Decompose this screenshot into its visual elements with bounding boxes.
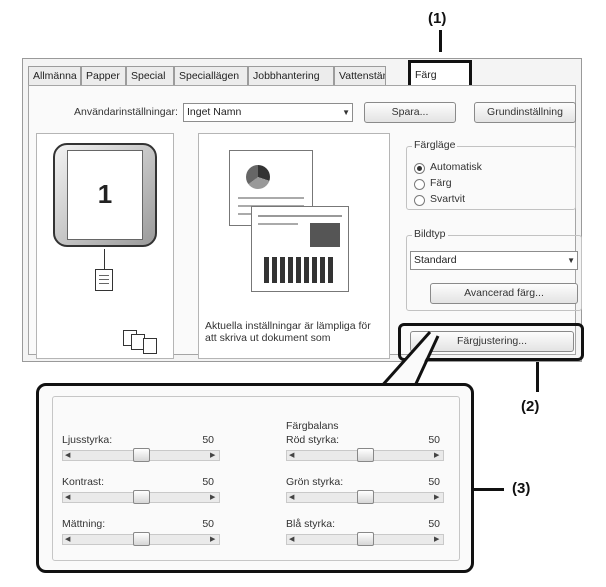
popup-connector xyxy=(378,331,440,389)
document-preview: Aktuella inställningar är lämpliga för a… xyxy=(198,133,390,359)
slider-right-arrow-icon[interactable]: ▶ xyxy=(434,536,440,543)
tab-jobbhantering[interactable]: Jobbhantering xyxy=(248,66,334,86)
save-button[interactable]: Spara... xyxy=(364,102,456,123)
preview-description: Aktuella inställningar är lämpliga för a… xyxy=(205,320,371,344)
slider-gron-styrka-value: 50 xyxy=(428,476,440,488)
callout-1-line xyxy=(439,30,442,52)
default-settings-button[interactable]: Grundinställning xyxy=(474,102,576,123)
dropdown-arrow-icon: ▼ xyxy=(567,256,575,265)
slider-rod-styrka-thumb[interactable] xyxy=(356,448,374,462)
slider-mattning-thumb[interactable] xyxy=(132,532,150,546)
slider-kontrast-thumb[interactable] xyxy=(132,490,150,504)
slider-mattning-value: 50 xyxy=(202,518,214,530)
image-type-select[interactable]: Standard ▼ xyxy=(410,251,578,270)
page-layout-preview: 1 xyxy=(36,133,174,359)
color-adjust-highlight xyxy=(398,323,584,361)
radio-farg[interactable] xyxy=(414,179,425,190)
multi-page-icon xyxy=(123,330,163,354)
image-type-group xyxy=(406,235,582,311)
slider-left-arrow-icon[interactable]: ◀ xyxy=(65,536,71,543)
page-number: 1 xyxy=(97,179,113,209)
document-icon xyxy=(95,269,113,291)
user-settings-label: Användarinställningar: xyxy=(74,106,178,118)
color-mode-group xyxy=(406,146,576,210)
tab-papper[interactable]: Papper xyxy=(81,66,126,86)
slider-bla-styrka-thumb[interactable] xyxy=(356,532,374,546)
callout-1: (1) xyxy=(428,10,447,27)
slider-bla-styrka-label: Blå styrka: xyxy=(286,518,336,530)
color-adjustment-panel xyxy=(52,396,460,561)
color-mode-title: Färgläge xyxy=(412,139,458,151)
radio-svartvit-label: Svartvit xyxy=(430,193,466,205)
image-type-title: Bildtyp xyxy=(412,228,448,240)
radio-svartvit[interactable] xyxy=(414,195,425,206)
slider-ljusstyrka-label: Ljusstyrka: xyxy=(62,434,113,446)
tab-special[interactable]: Special xyxy=(126,66,174,86)
tab-allmanna[interactable]: Allmänna xyxy=(28,66,81,86)
user-settings-select[interactable]: Inget Namn ▼ xyxy=(183,103,353,122)
tab-farg[interactable]: Färg xyxy=(408,60,472,88)
slider-rod-styrka-value: 50 xyxy=(428,434,440,446)
slider-ljusstyrka-value: 50 xyxy=(202,434,214,446)
tab-vattenstamplar[interactable]: Vattenstämplar xyxy=(334,66,386,86)
callout-3-line xyxy=(474,488,504,491)
slider-left-arrow-icon[interactable]: ◀ xyxy=(289,494,295,501)
callout-2: (2) xyxy=(521,398,540,415)
slider-gron-styrka-label: Grön styrka: xyxy=(286,476,344,488)
tab-speciallagen[interactable]: Speciallägen xyxy=(174,66,248,86)
slider-kontrast-label: Kontrast: xyxy=(62,476,105,488)
slider-left-arrow-icon[interactable]: ◀ xyxy=(289,536,295,543)
advanced-color-button[interactable]: Avancerad färg... xyxy=(430,283,578,304)
radio-automatisk-label: Automatisk xyxy=(430,161,482,173)
color-balance-title: Färgbalans xyxy=(286,420,339,432)
slider-left-arrow-icon[interactable]: ◀ xyxy=(65,452,71,459)
slider-right-arrow-icon[interactable]: ▶ xyxy=(434,494,440,501)
radio-farg-label: Färg xyxy=(430,177,452,189)
slider-left-arrow-icon[interactable]: ◀ xyxy=(65,494,71,501)
color-adjust-button[interactable]: Färgjustering... xyxy=(410,331,574,352)
slider-right-arrow-icon[interactable]: ▶ xyxy=(434,452,440,459)
paper-sheet: 1 xyxy=(67,150,143,240)
slider-bla-styrka-value: 50 xyxy=(428,518,440,530)
slider-kontrast-value: 50 xyxy=(202,476,214,488)
slider-rod-styrka-label: Röd styrka: xyxy=(286,434,340,446)
slider-mattning-label: Mättning: xyxy=(62,518,106,530)
callout-3: (3) xyxy=(512,480,531,497)
preview-page-front xyxy=(251,206,349,292)
connector-line xyxy=(104,249,105,269)
radio-automatisk[interactable] xyxy=(414,163,425,174)
slider-left-arrow-icon[interactable]: ◀ xyxy=(289,452,295,459)
user-settings-value: Inget Namn xyxy=(187,106,242,118)
dropdown-arrow-icon: ▼ xyxy=(342,108,350,117)
image-type-value: Standard xyxy=(414,254,457,266)
slider-right-arrow-icon[interactable]: ▶ xyxy=(210,536,216,543)
callout-2-line xyxy=(536,362,539,392)
slider-right-arrow-icon[interactable]: ▶ xyxy=(210,452,216,459)
slider-ljusstyrka-thumb[interactable] xyxy=(132,448,150,462)
slider-right-arrow-icon[interactable]: ▶ xyxy=(210,494,216,501)
slider-gron-styrka-thumb[interactable] xyxy=(356,490,374,504)
